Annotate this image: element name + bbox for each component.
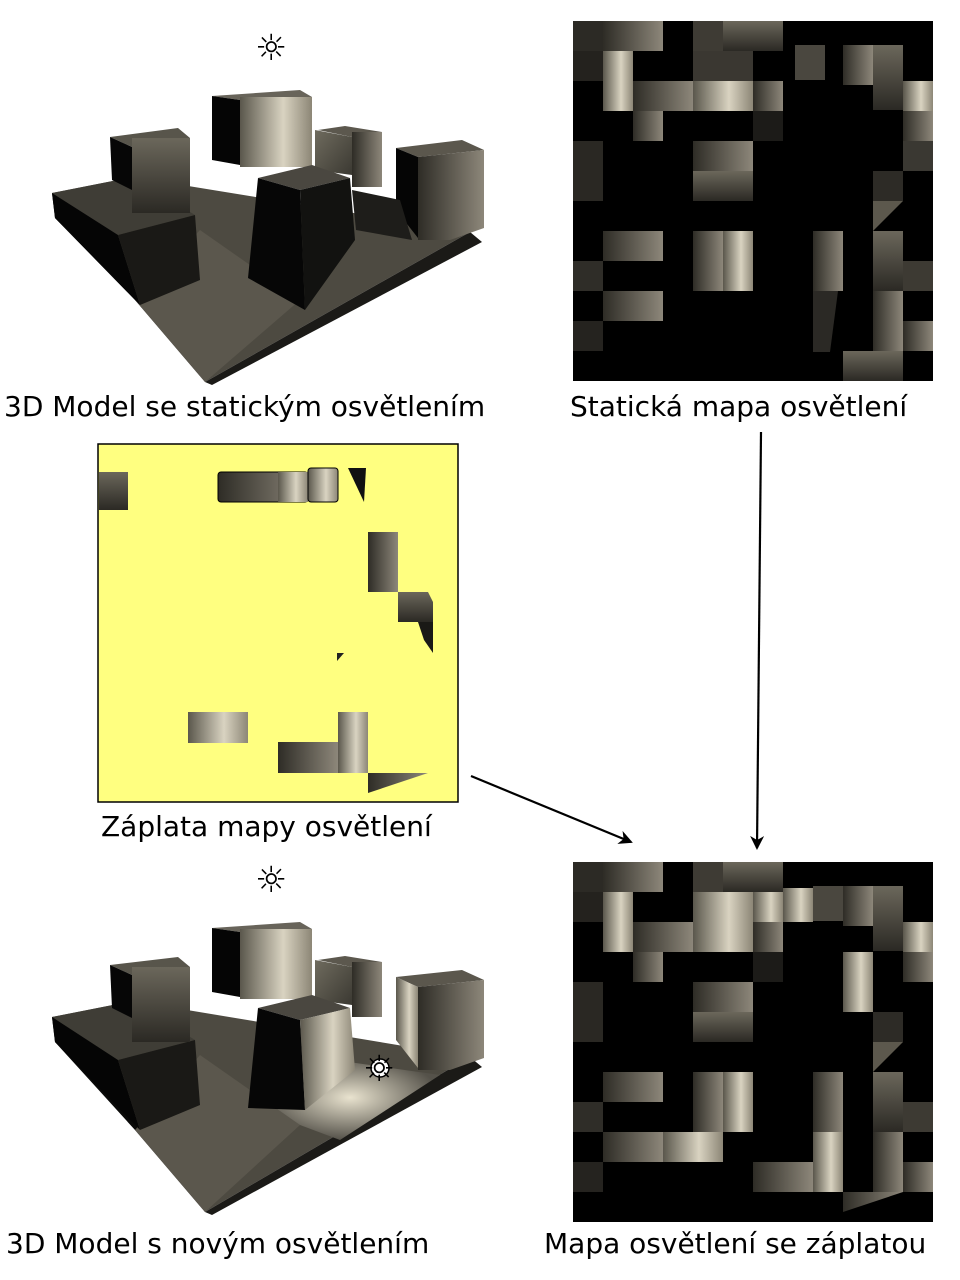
arrow-patch-to-patched — [470, 774, 633, 844]
map-patched-panel — [573, 862, 933, 1222]
arrow-static-to-patched — [750, 431, 765, 850]
caption-patch: Záplata mapy osvětlení — [101, 810, 433, 843]
patch-panel — [97, 443, 459, 803]
caption-model-new: 3D Model s novým osvětlením — [6, 1227, 429, 1260]
caption-model-static: 3D Model se statickým osvětlením — [4, 390, 485, 423]
sun-icon: ☼ — [255, 28, 287, 69]
model-static-panel: ☼ — [52, 28, 484, 385]
model-new-panel: ☼ ☼ — [52, 860, 484, 1215]
caption-map-patched: Mapa osvětlení se záplatou — [544, 1227, 926, 1260]
map-static-panel — [573, 21, 933, 381]
sun-icon: ☼ — [255, 860, 287, 901]
point-light-icon: ☼ — [363, 1049, 395, 1090]
caption-map-static: Statická mapa osvětlení — [570, 390, 908, 423]
